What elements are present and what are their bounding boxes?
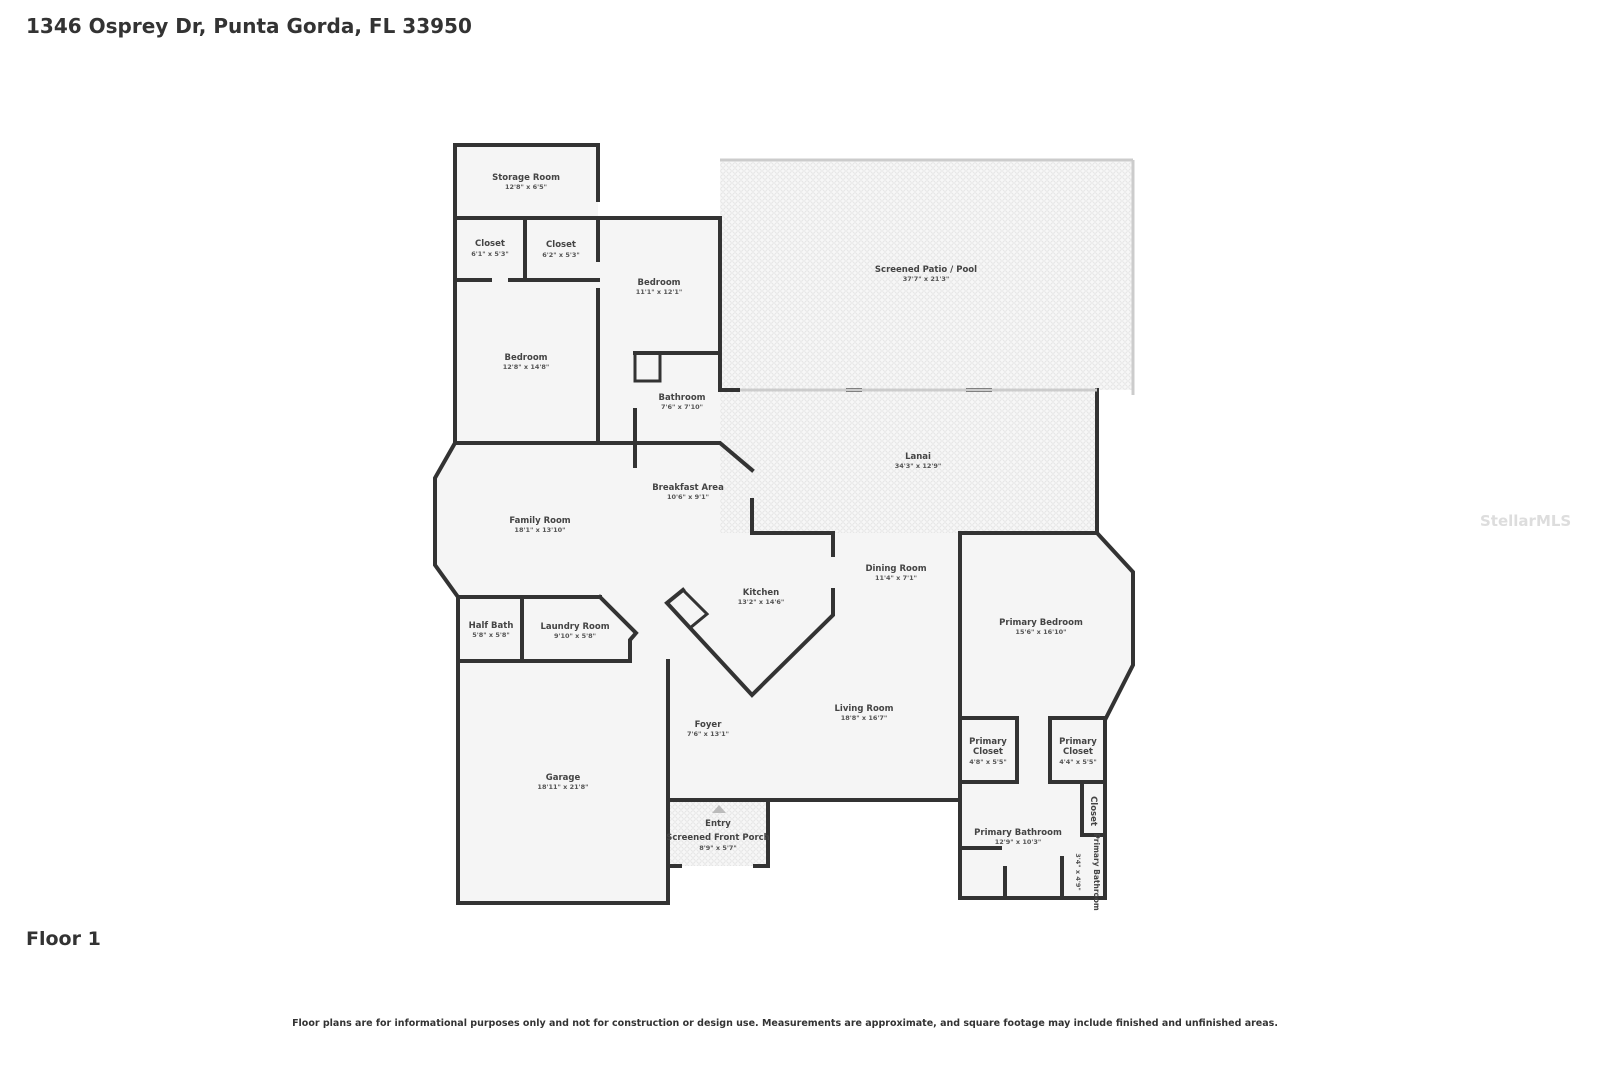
room-name: Bathroom [658,393,705,403]
room-dims: 34'3" x 12'9" [895,462,942,470]
room-dims: 37'7" x 21'3" [903,275,950,283]
patio-pattern [720,160,1133,390]
room-name: Foyer [695,720,723,730]
room-dims: 18'11" x 21'8" [537,783,588,791]
entry-arrow-icon [712,805,726,813]
room-dims: 7'6" x 7'10" [661,403,703,411]
disclaimer: Floor plans are for informational purpos… [292,1018,1278,1029]
room-dims: 12'8" x 14'8" [503,363,550,371]
room-name: Closet [475,239,505,249]
walls [433,143,1135,905]
room-dims: 18'1" x 13'10" [514,526,565,534]
room-name: Garage [546,773,581,783]
room-name: Primary Bathroom [974,828,1062,838]
room-name: Primary Bedroom [999,618,1083,628]
room-dims: 18'8" x 16'7" [841,714,888,722]
room-dims: 7'6" x 13'1" [687,730,729,738]
room-name: Breakfast Area [652,483,724,493]
room-dims: 11'1" x 12'1" [636,288,683,296]
lanai-pattern [720,390,1097,533]
room-name: Primary Bathroom [1092,833,1101,911]
room-dims: 9'10" x 5'8" [554,632,596,640]
room-labels: Storage Room 12'8" x 6'5" Closet 6'1" x … [469,173,1101,911]
room-dims: 5'8" x 5'8" [472,631,510,639]
room-name: Dining Room [865,564,926,574]
room-dims: 13'2" x 14'6" [738,598,785,606]
room-dims: 6'1" x 5'3" [471,250,509,258]
watermark-logo: StellarMLS [1480,512,1572,530]
room-name: Storage Room [492,173,560,183]
room-dims: 10'6" x 9'1" [667,493,709,501]
room-name: Kitchen [743,588,779,598]
floor-label: Floor 1 [26,928,101,950]
room-dims: 12'9" x 10'3" [995,838,1042,846]
room-name: Family Room [509,516,570,526]
room-dims: 15'6" x 16'10" [1015,628,1066,636]
room-name: Screened Front Porch [666,833,769,843]
page-title: 1346 Osprey Dr, Punta Gorda, FL 33950 [26,14,472,38]
room-name: Half Bath [469,621,514,631]
room-name-line2: Closet [1063,747,1093,757]
room-name: Bedroom [504,353,547,363]
room-name: Laundry Room [540,622,609,632]
room-dims: 4'4" x 5'5" [1059,758,1097,766]
room-name: Bedroom [637,278,680,288]
room-name: Living Room [835,704,894,714]
entry-label: Entry [705,819,731,829]
room-dims: 12'8" x 6'5" [505,183,547,191]
room-name: Lanai [905,452,931,462]
room-dims: 6'2" x 5'3" [542,251,580,259]
room-dims: 11'4" x 7'1" [875,574,917,582]
room-name: Closet [1088,796,1098,826]
room-name: Screened Patio / Pool [875,265,977,275]
room-dims: 8'9" x 5'7" [699,844,737,852]
room-dims: 4'8" x 5'5" [969,758,1007,766]
room-name-line2: Closet [973,747,1003,757]
room-name: Closet [546,240,576,250]
room-dims: 3'4" x 4'9" [1074,853,1082,891]
